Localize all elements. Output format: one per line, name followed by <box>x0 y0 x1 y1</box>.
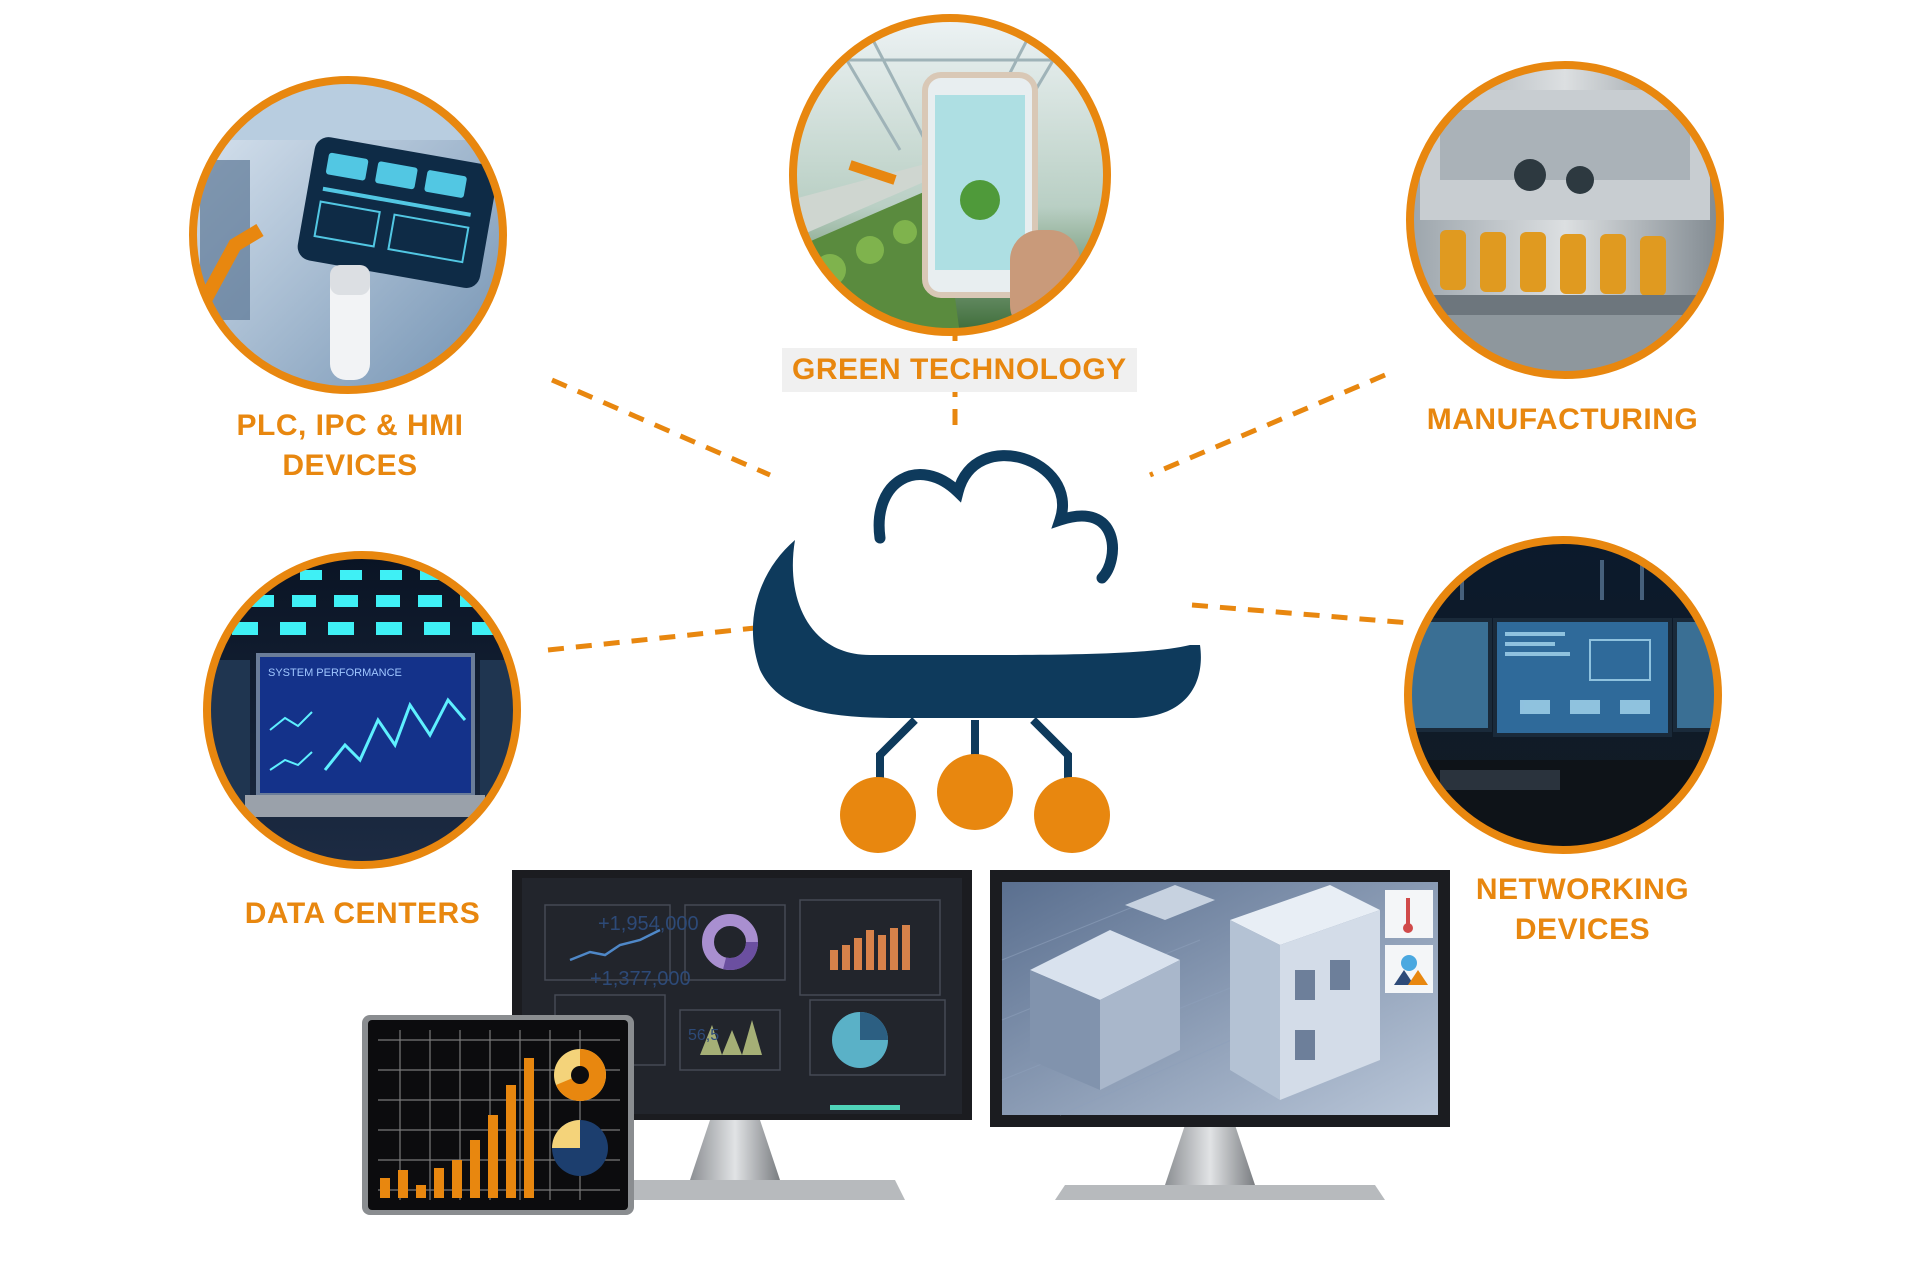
network-node-icon <box>1034 777 1110 853</box>
photo-plc-hmi <box>189 76 507 394</box>
monitor-stand <box>690 1120 780 1180</box>
photo-networking <box>1404 536 1722 854</box>
network-node-icon <box>840 777 916 853</box>
dashboard-number: +1,377,000 <box>590 968 691 990</box>
label-networking-line2: DEVICES <box>1514 913 1651 946</box>
label-networking-devices: NETWORKING DEVICES <box>1460 870 1705 950</box>
photo-data-centers: SYSTEM PERFORMANCE <box>203 551 521 869</box>
label-green-technology: GREEN TECHNOLOGY <box>782 348 1137 392</box>
tablet-bar-chart <box>362 1015 634 1215</box>
photo-frame-ring <box>1406 61 1724 379</box>
connector-lines <box>547 325 1411 653</box>
photo-frame-ring <box>1404 536 1722 854</box>
label-plc-ipc-hmi: PLC, IPC & HMI DEVICES <box>225 406 475 486</box>
network-node-icon <box>937 754 1013 830</box>
connector-plc <box>551 377 771 478</box>
photo-green-technology <box>789 14 1111 336</box>
photo-frame-ring <box>789 14 1111 336</box>
label-networking-line1: NETWORKING <box>1475 873 1690 906</box>
label-plc-line1: PLC, IPC & HMI <box>236 409 464 442</box>
label-plc-line2: DEVICES <box>282 449 418 482</box>
cloud-icon <box>752 450 1201 853</box>
datacenter-screen-title: SYSTEM PERFORMANCE <box>268 667 402 679</box>
dashboard-number: 56,5 <box>688 1027 719 1044</box>
connector-datacenters <box>547 625 756 653</box>
cloud-outline <box>873 450 1118 584</box>
label-data-centers: DATA CENTERS <box>244 897 481 930</box>
photo-manufacturing <box>1406 61 1724 379</box>
connector-manufacturing <box>1149 372 1386 478</box>
laptop-screen <box>256 653 475 797</box>
photo-frame-ring <box>203 551 521 869</box>
monitor-stand <box>1165 1125 1255 1185</box>
dashboard-number: +1,954,000 <box>598 913 699 935</box>
photo-frame-ring <box>189 76 507 394</box>
building-monitor <box>990 870 1450 1200</box>
label-manufacturing: MANUFACTURING <box>1426 403 1699 436</box>
cloud-body <box>752 540 1201 718</box>
network-monitor <box>1493 618 1672 737</box>
connector-networking <box>1191 602 1411 626</box>
network-monitor <box>1408 618 1492 732</box>
